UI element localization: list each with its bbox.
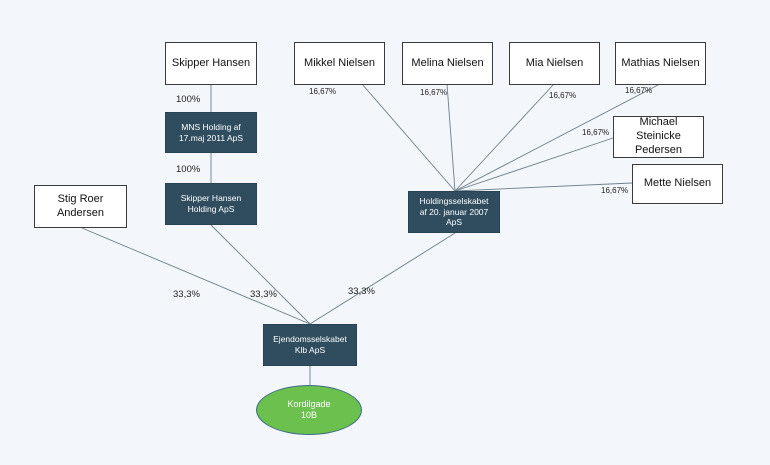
company-label: Ejendomsselskabet Klb ApS <box>273 334 347 355</box>
person-melina-nielsen: Melina Nielsen <box>402 42 493 85</box>
person-mia-nielsen: Mia Nielsen <box>509 42 600 85</box>
company-label: Skipper Hansen Holding ApS <box>180 193 242 214</box>
line-stig-to-ejendom <box>81 227 311 325</box>
line-mathias-to-holding <box>454 83 661 192</box>
person-label: Stig Roer Andersen <box>56 192 105 219</box>
ownership-michael: 16,67% <box>582 128 610 137</box>
ownership-stig-to-ejendom: 33,3% <box>173 289 200 300</box>
ownership-mia: 16,67% <box>549 91 577 100</box>
company-holdingsselskabet: Holdingsselskabet af 20. januar 2007 ApS <box>408 191 500 233</box>
line-mikkel-to-holding <box>361 83 456 192</box>
ownership-mikkel: 16,67% <box>309 87 337 96</box>
person-mette-nielsen: Mette Nielsen <box>632 164 723 204</box>
property-label: Kordilgade 10B <box>287 398 331 420</box>
line-holding-to-ejendom <box>309 232 456 325</box>
person-label: Mette Nielsen <box>643 177 712 190</box>
company-label: MNS Holding af 17.maj 2011 ApS <box>178 121 244 143</box>
company-label: Holdingsselskabet af 20. januar 2007 ApS <box>419 196 489 228</box>
person-stig-roer-andersen: Stig Roer Andersen <box>34 185 127 228</box>
ownership-holdingselskabet-to-ejendom: 33,3% <box>348 286 375 297</box>
person-label: Skipper Hansen <box>171 56 251 69</box>
person-michael-steinicke-pedersen: Michael Steinicke Pedersen <box>613 116 704 158</box>
person-mikkel-nielsen: Mikkel Nielsen <box>294 42 385 85</box>
person-label: Michael Steinicke Pedersen <box>634 116 683 156</box>
person-label: Mathias Nielsen <box>621 56 700 69</box>
ownership-melina: 16,67% <box>420 88 448 97</box>
person-mathias-nielsen: Mathias Nielsen <box>615 42 706 85</box>
line-melina-to-holding <box>446 83 456 192</box>
person-label: Melina Nielsen <box>411 56 484 69</box>
ownership-mette: 16,67% <box>601 186 629 195</box>
ownership-mathias: 16,67% <box>625 86 653 95</box>
company-skipper-hansen-holding: Skipper Hansen Holding ApS <box>165 183 257 225</box>
ownership-skipper-to-mns: 100% <box>176 94 201 105</box>
person-label: Mia Nielsen <box>525 56 584 69</box>
company-ejendomsselskabet: Ejendomsselskabet Klb ApS <box>263 324 357 366</box>
person-label: Mikkel Nielsen <box>304 56 375 69</box>
line-michael-to-holding <box>454 137 614 192</box>
line-mia-to-holding <box>454 83 555 192</box>
line-skipper-holding-to-ejendom <box>210 224 311 325</box>
ownership-mns-to-skipper-holding: 100% <box>176 164 201 175</box>
person-skipper-hansen: Skipper Hansen <box>165 42 257 85</box>
company-mns-holding: MNS Holding af 17.maj 2011 ApS <box>165 112 257 153</box>
property-kordilgade-10b: Kordilgade 10B <box>256 385 362 435</box>
ownership-skipper-holding-to-ejendom: 33,3% <box>250 289 277 300</box>
line-mette-to-holding <box>454 182 633 192</box>
